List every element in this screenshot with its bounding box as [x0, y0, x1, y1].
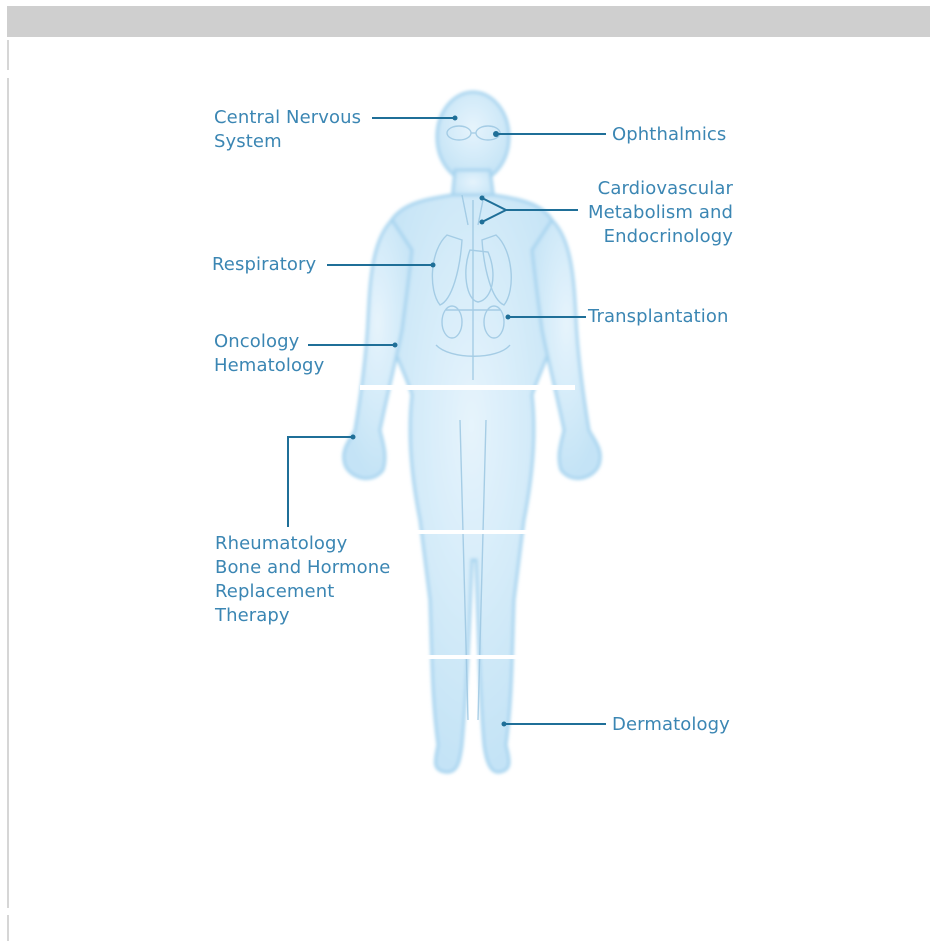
- label-oncology-line-1: Oncology: [214, 330, 324, 354]
- label-respiratory: Respiratory: [212, 253, 316, 277]
- label-cns-line-2: System: [214, 130, 361, 154]
- label-central-nervous-system: Central Nervous System: [214, 106, 361, 154]
- label-oncology-hematology: Oncology Hematology: [214, 330, 324, 378]
- label-cardio-line-1: Cardiovascular: [588, 177, 733, 201]
- label-cns-line-1: Central Nervous: [214, 106, 361, 130]
- label-cardio-line-3: Endocrinology: [588, 225, 733, 249]
- label-rheum-line-1: Rheumatology: [215, 532, 390, 556]
- label-oncology-line-2: Hematology: [214, 354, 324, 378]
- label-dermatology: Dermatology: [612, 713, 730, 737]
- label-rheum-line-4: Therapy: [215, 604, 390, 628]
- label-rheumatology: Rheumatology Bone and Hormone Replacemen…: [215, 532, 390, 628]
- label-cardiovascular: Cardiovascular Metabolism and Endocrinol…: [588, 177, 733, 249]
- label-ophthalmics: Ophthalmics: [612, 123, 726, 147]
- label-cardio-line-2: Metabolism and: [588, 201, 733, 225]
- label-transplantation: Transplantation: [588, 305, 729, 329]
- label-rheum-line-3: Replacement: [215, 580, 390, 604]
- label-rheum-line-2: Bone and Hormone: [215, 556, 390, 580]
- body-silhouette: [344, 92, 601, 772]
